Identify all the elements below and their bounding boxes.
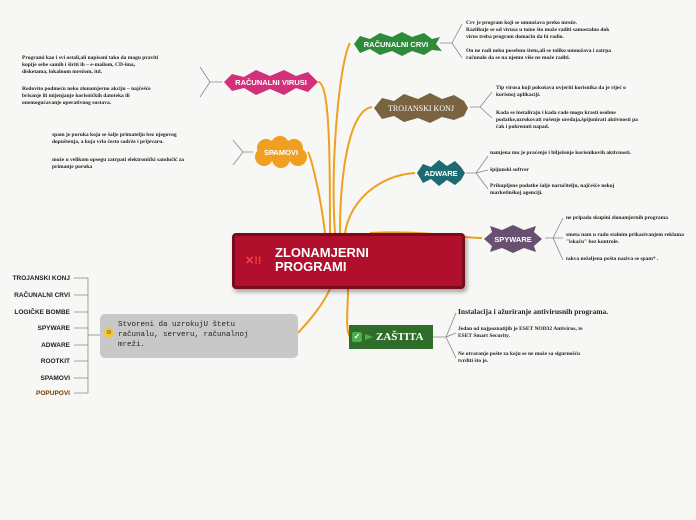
topic-shape [354,32,442,56]
list-item[interactable]: RAČUNALNI CRVI [14,292,70,299]
check-icon: ✓ [352,332,362,342]
topic-trojanski-konj[interactable]: TROJANSKI KONJ [372,92,470,124]
note-virusi-2: Redovito podmeću neko zlonamjerno akciju… [22,86,151,106]
topic-shape [484,225,542,253]
topic-shape [255,136,307,168]
warning-icon: ✕!! [245,255,262,267]
topic-zastita[interactable]: ✓ ZAŠTITA [349,325,433,349]
topic-label: RAČUNALNI VIRUSI [235,77,307,87]
topic-label: ZAŠTITA [376,331,424,343]
list-item[interactable]: SPYWARE [37,325,70,332]
note-adware-1: namjena mu je praćenje i bilježenje kori… [490,150,631,156]
note-spam-1: spam je poruka koja se šalje primatelju … [52,132,177,145]
topic-racunalni-virusi[interactable]: RAČUNALNI VIRUSI [222,68,320,96]
list-item[interactable]: LOGIČKE BOMBE [14,309,70,316]
note-virusi-1: Programi kao i svi ostali,ali napisani t… [22,55,159,75]
list-item[interactable]: ADWARE [41,342,70,349]
note-crvi: Crv je program koji se umnožava preko mr… [466,20,612,61]
note-spyware-2: smeta nam u radu stalnim prikazivanjem r… [566,232,684,245]
flag-icon [365,334,373,340]
topic-label: SPAMOVI [263,147,299,157]
central-title: ZLONAMJERNI PROGRAMI [275,245,369,274]
note-trojanski-1: Tip virusa koji pokušava uvjeriti korisn… [496,85,626,98]
note-spyware-1: ne pripada skupini zlonamjernih programa [566,215,668,221]
list-item[interactable]: POPUPOVI [36,390,70,397]
note-spyware-3: takva neželjena pošta naziva se spam* . [566,256,659,262]
topic-shape [224,70,318,95]
note-adware-2: špijunski softver [490,167,529,173]
list-item[interactable]: ROOTKIT [40,358,70,365]
topic-adware[interactable]: ADWARE [415,158,467,188]
note-adware-3: Prikupljene podatke šalje naručitelju, n… [490,183,615,196]
note-zastita-3: Ne otvaranje pošte za koju se ne može sa… [458,351,581,364]
summary-text: Stvoreni da uzrokujU štetu računalu, ser… [118,321,249,349]
summary-topic[interactable]: ☺ Stvoreni da uzrokujU štetu računalu, s… [100,314,298,358]
note-zastita-1: Instalacija i ažuriranje antivirusnih pr… [458,307,609,316]
topic-spyware[interactable]: SPYWARE [482,224,544,254]
smiley-icon: ☺ [104,328,114,338]
note-trojanski-2: Kada se instaliraju i kada rade mogu kra… [496,110,638,130]
topic-label: ADWARE [424,168,458,178]
topic-racunalni-crvi[interactable]: RAČUNALNI CRVI [350,31,442,57]
topic-label: TROJANSKI KONJ [387,103,454,113]
topic-shape [374,93,468,123]
topic-spamovi[interactable]: SPAMOVI [252,136,310,168]
list-item[interactable]: SPAMOVI [40,375,71,382]
note-spam-2: može u velikom opsegu zatrpati elektroni… [52,157,185,170]
list-item[interactable]: TROJANSKI KONJ [12,275,70,282]
topic-label: SPYWARE [494,234,532,244]
topic-label: RAČUNALNI CRVI [363,39,429,49]
topic-shape [417,160,465,186]
central-topic[interactable]: ✕!! ZLONAMJERNI PROGRAMI [232,233,465,289]
note-zastita-2: Jedan od najpoznatijih je ESET NOD32 Ant… [458,326,583,339]
